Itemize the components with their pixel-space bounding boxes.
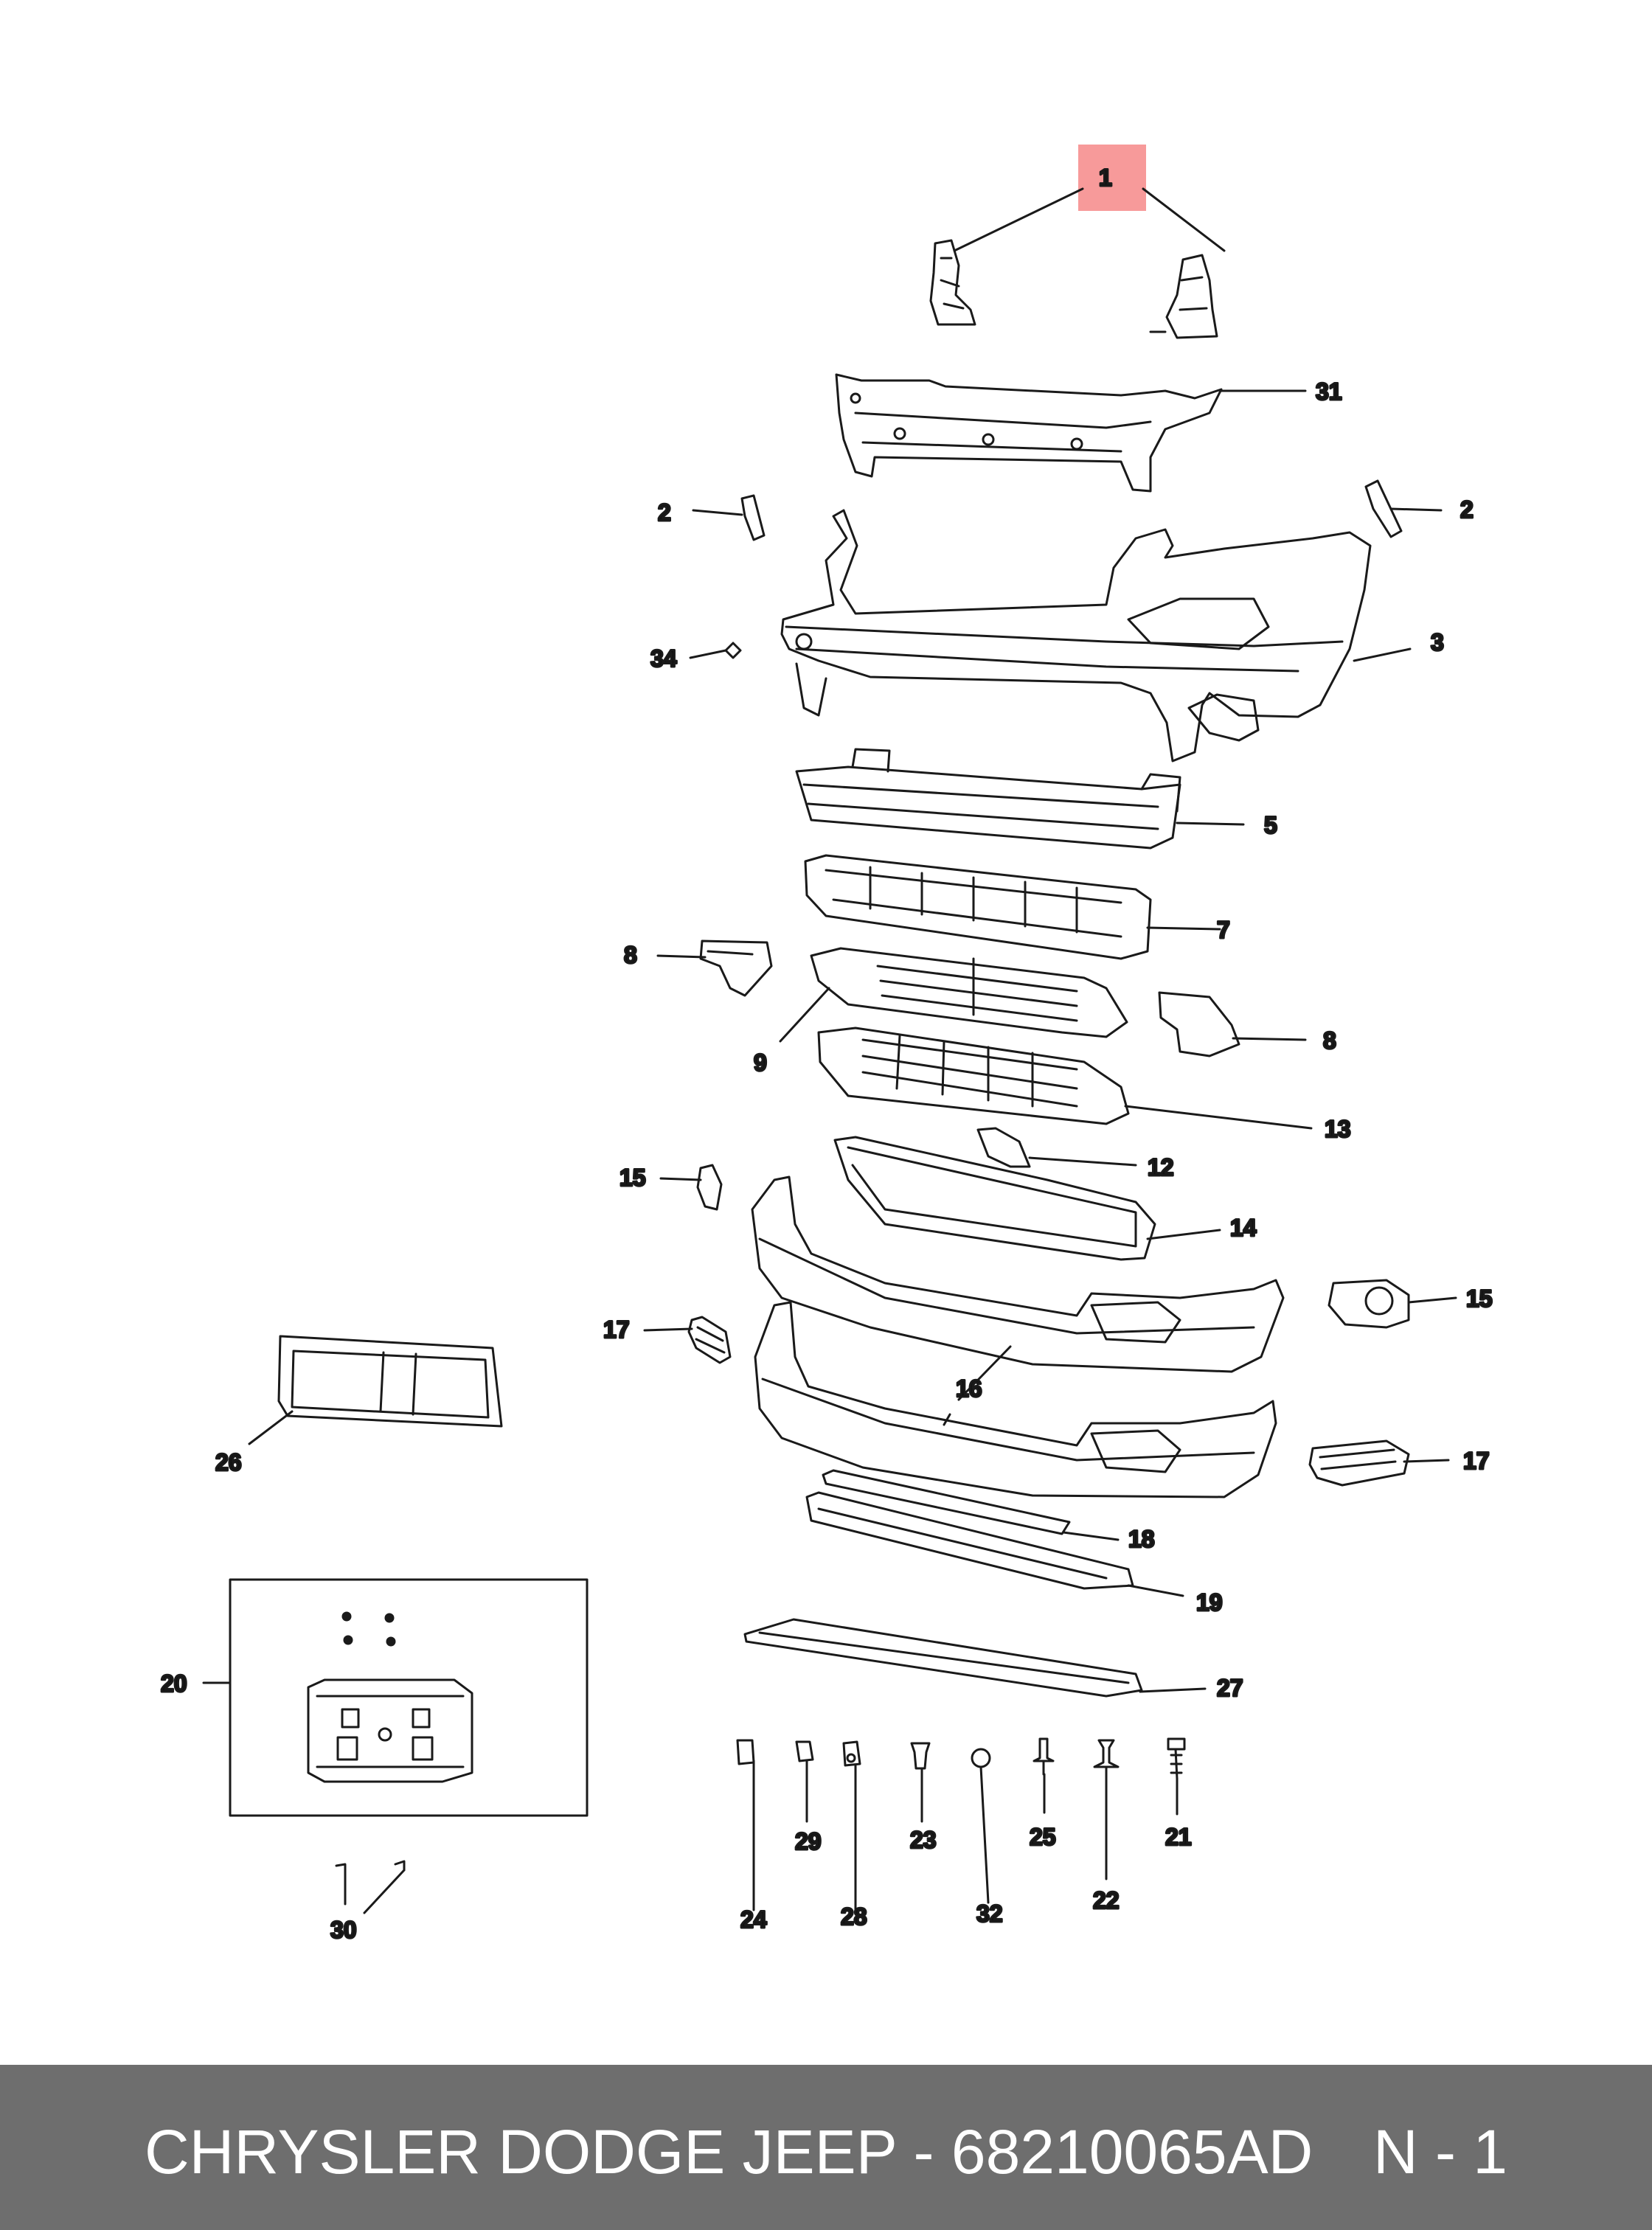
part-34-clip[interactable] — [724, 642, 742, 659]
callout-3: 3 — [1431, 629, 1444, 656]
part-8-bracket-right[interactable] — [1158, 991, 1240, 1057]
selected-part-highlight — [1078, 145, 1146, 211]
footer-bar: CHRYSLER DODGE JEEP - 68210065AD N - 1 — [0, 2065, 1652, 2230]
part-32-grommet[interactable] — [971, 1748, 991, 1768]
part-2-pad-left[interactable] — [740, 494, 766, 541]
callout-34: 34 — [650, 645, 677, 672]
part-27-air-dam[interactable] — [743, 1618, 1143, 1698]
leader-lines — [202, 187, 1457, 1914]
callout-18: 18 — [1128, 1526, 1155, 1552]
callout-19: 19 — [1196, 1589, 1223, 1616]
parts-exploded-diagram: 1 31 2 2 3 34 5 7 8 8 9 13 12 14 15 15 1… — [160, 145, 1494, 1945]
part-12-cover[interactable] — [976, 1127, 1031, 1168]
callout-20: 20 — [161, 1670, 187, 1697]
part-15-bezel-left[interactable] — [696, 1164, 723, 1211]
part-25-rivet[interactable] — [1032, 1737, 1055, 1776]
part-20-kit-box — [229, 1578, 589, 1817]
part-29-nut[interactable] — [795, 1740, 814, 1762]
callout-15-left: 15 — [620, 1164, 646, 1191]
part-17-fog-bezel-right[interactable] — [1308, 1439, 1410, 1487]
callout-17-left: 17 — [603, 1316, 630, 1343]
callout-12: 12 — [1148, 1154, 1174, 1181]
callout-32: 32 — [976, 1900, 1003, 1927]
part-1-brackets[interactable] — [929, 239, 1218, 339]
callout-15-right: 15 — [1466, 1285, 1493, 1312]
callout-16: 16 — [956, 1375, 982, 1402]
part-22-retainer[interactable] — [1093, 1739, 1120, 1768]
part-19-skid[interactable] — [805, 1491, 1134, 1590]
callout-25: 25 — [1030, 1824, 1056, 1850]
part-30-clips[interactable] — [335, 1860, 406, 1875]
callout-9: 9 — [754, 1049, 767, 1076]
callout-24: 24 — [740, 1906, 767, 1933]
part-26-license-bracket[interactable] — [277, 1335, 503, 1428]
callout-5: 5 — [1264, 812, 1277, 838]
part-9-grille-shutter[interactable] — [810, 947, 1128, 1038]
callout-17-right: 17 — [1463, 1448, 1490, 1474]
callout-7: 7 — [1217, 917, 1230, 943]
callout-26: 26 — [215, 1449, 242, 1476]
callout-22: 22 — [1093, 1887, 1120, 1914]
callout-labels: 1 31 2 2 3 34 5 7 8 8 9 13 12 14 15 15 1… — [160, 164, 1494, 1945]
callout-1: 1 — [1099, 164, 1112, 191]
part-31-reinforcement[interactable] — [835, 373, 1223, 493]
part-15-bezel-right[interactable] — [1328, 1279, 1410, 1329]
callout-29: 29 — [795, 1828, 822, 1855]
part-5-impact-beam[interactable] — [795, 748, 1181, 850]
callout-23: 23 — [910, 1827, 937, 1853]
callout-2-left: 2 — [658, 499, 671, 526]
part-28-nut[interactable] — [842, 1740, 861, 1767]
footer-page-number: N - 1 — [1373, 2117, 1508, 2186]
callout-2-right: 2 — [1460, 496, 1474, 523]
callout-28: 28 — [841, 1903, 867, 1930]
part-24-nut[interactable] — [736, 1739, 755, 1765]
part-21-bolt[interactable] — [1167, 1737, 1186, 1780]
callout-13: 13 — [1325, 1116, 1351, 1142]
part-23-push-pin[interactable] — [910, 1742, 931, 1770]
part-7-absorber[interactable] — [804, 854, 1152, 960]
part-14-trim-ring[interactable] — [833, 1136, 1156, 1261]
part-13-lower-grille[interactable] — [817, 1027, 1130, 1125]
callout-31: 31 — [1316, 378, 1342, 405]
callout-30: 30 — [330, 1917, 357, 1943]
callout-14: 14 — [1230, 1215, 1257, 1241]
callout-8-left: 8 — [624, 942, 637, 968]
callout-21: 21 — [1165, 1824, 1192, 1850]
part-3-bumper-fascia[interactable] — [780, 509, 1372, 763]
part-2-pad-right[interactable] — [1364, 479, 1403, 538]
callout-8-right: 8 — [1323, 1027, 1336, 1054]
part-8-bracket-left[interactable] — [699, 939, 773, 997]
part-16-lower-fascia[interactable] — [751, 1175, 1285, 1498]
part-17-fog-bezel-left[interactable] — [687, 1316, 732, 1364]
footer-brand-part-number: CHRYSLER DODGE JEEP - 68210065AD — [145, 2117, 1313, 2186]
part-20-plate-kit[interactable] — [307, 1611, 473, 1783]
part-18-strip[interactable] — [822, 1469, 1071, 1535]
callout-27: 27 — [1217, 1675, 1243, 1701]
